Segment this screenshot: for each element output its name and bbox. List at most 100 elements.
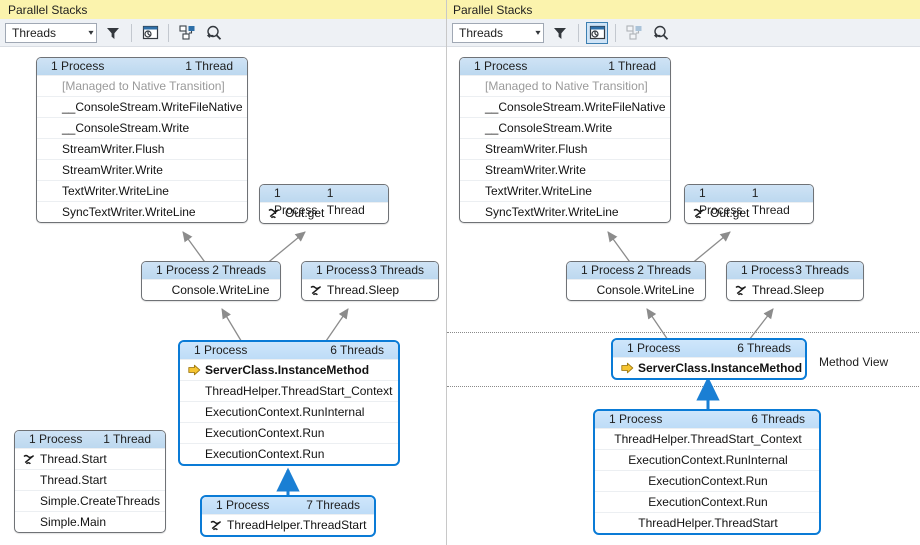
frame-row[interactable]: Out.get: [685, 202, 813, 223]
frame-row[interactable]: ExecutionContext.Run: [180, 443, 398, 464]
frame-row[interactable]: StreamWriter.Write: [37, 159, 247, 180]
view-mode-combo-left[interactable]: Threads ▾: [5, 22, 97, 43]
frame-row[interactable]: ThreadHelper.ThreadStart_Context: [595, 428, 819, 449]
method-view-separator-bottom: [447, 386, 920, 387]
show-only-flagged-icon[interactable]: [586, 21, 608, 44]
frame-row[interactable]: [Managed to Native Transition]: [37, 75, 247, 96]
frame-label: __ConsoleStream.Write: [485, 120, 613, 135]
thread-count: 6 Threads: [330, 343, 384, 357]
auto-scroll-icon[interactable]: [176, 22, 198, 44]
frame-row[interactable]: ExecutionContext.RunInternal: [180, 401, 398, 422]
frame-row[interactable]: Thread.Start: [15, 469, 165, 490]
frame-label: Thread.Start: [40, 472, 107, 487]
frame-row-current[interactable]: ServerClass.InstanceMethod: [613, 357, 805, 378]
panel-title-right: Parallel Stacks: [447, 0, 920, 19]
frame-label: StreamWriter.Flush: [485, 141, 588, 156]
view-mode-combo-right[interactable]: Threads ▾: [452, 22, 544, 43]
view-mode-combo-left-value: Threads: [12, 25, 57, 40]
frame-row[interactable]: Out.get: [260, 202, 388, 223]
toolbar-separator-1: [131, 23, 132, 42]
process-count: 1 Process: [274, 186, 318, 217]
stack-frame-box[interactable]: 1 Process 1 Thread Thread.Start Thread.S…: [14, 430, 166, 533]
frame-row[interactable]: ExecutionContext.RunInternal: [595, 449, 819, 470]
frame-label: [Managed to Native Transition]: [62, 78, 225, 93]
frame-row[interactable]: ExecutionContext.Run: [180, 422, 398, 443]
frame-header: 1 Process 3 Threads: [302, 262, 438, 279]
stack-frame-box[interactable]: 1 Process 1 Thread Out.get: [684, 184, 814, 224]
thread-count: 6 Threads: [737, 341, 791, 355]
frame-row[interactable]: SyncTextWriter.WriteLine: [460, 201, 670, 222]
frame-header: 1 Process 3 Threads: [727, 262, 863, 279]
stack-frame-box-selected[interactable]: 1 Process 7 Threads ThreadHelper.ThreadS…: [200, 495, 376, 537]
frame-row[interactable]: Console.WriteLine: [567, 279, 705, 300]
frame-label: ExecutionContext.RunInternal: [628, 452, 788, 467]
frame-row[interactable]: Thread.Sleep: [302, 279, 438, 300]
frame-row[interactable]: StreamWriter.Write: [460, 159, 670, 180]
frame-row[interactable]: __ConsoleStream.WriteFileNative: [460, 96, 670, 117]
frame-row[interactable]: Thread.Sleep: [727, 279, 863, 300]
stack-frame-box[interactable]: 1 Process 1 Thread [Managed to Native Tr…: [36, 57, 248, 223]
frame-label: Simple.Main: [40, 514, 107, 529]
frame-row-current[interactable]: ServerClass.InstanceMethod: [180, 359, 398, 380]
frame-header: 1 Process 6 Threads: [613, 340, 805, 357]
thread-count: 7 Threads: [306, 498, 360, 512]
frame-row[interactable]: ExecutionContext.Run: [595, 470, 819, 491]
current-frame-arrow-icon: [621, 362, 636, 374]
show-only-flagged-icon[interactable]: [139, 22, 161, 44]
method-view-separator-top: [447, 332, 920, 333]
stack-frame-box[interactable]: 1 Process 3 Threads Thread.Sleep: [301, 261, 439, 301]
frame-row[interactable]: TextWriter.WriteLine: [460, 180, 670, 201]
frame-row[interactable]: StreamWriter.Flush: [460, 138, 670, 159]
frame-row[interactable]: ThreadHelper.ThreadStart: [595, 512, 819, 533]
stack-frame-box[interactable]: 1 Process 3 Threads Thread.Sleep: [726, 261, 864, 301]
stack-frame-box-selected[interactable]: 1 Process 6 Threads ServerClass.Instance…: [611, 338, 807, 380]
parallel-stacks-panel-right: Parallel Stacks Threads ▾: [446, 0, 920, 545]
frame-header: 1 Process 7 Threads: [202, 497, 374, 514]
frame-label: ServerClass.InstanceMethod: [638, 360, 803, 375]
frame-row[interactable]: TextWriter.WriteLine: [37, 180, 247, 201]
frame-row[interactable]: ThreadHelper.ThreadStart: [202, 514, 374, 535]
toolbar-right: Threads ▾: [447, 19, 920, 47]
process-count: 1 Process: [699, 186, 743, 217]
frame-row[interactable]: StreamWriter.Flush: [37, 138, 247, 159]
stack-frame-box[interactable]: 1 Process 2 Threads Console.WriteLine: [566, 261, 706, 301]
auto-scroll-icon[interactable]: [623, 22, 645, 44]
zoom-control-icon[interactable]: [203, 22, 225, 44]
filter-icon[interactable]: [102, 22, 124, 44]
frame-row[interactable]: Thread.Start: [15, 448, 165, 469]
frame-label: Simple.CreateThreads: [40, 493, 161, 508]
frame-label: ExecutionContext.Run: [205, 446, 325, 461]
zoom-control-icon[interactable]: [650, 22, 672, 44]
stack-frame-box[interactable]: 1 Process 1 Thread Out.get: [259, 184, 389, 224]
frame-row[interactable]: ThreadHelper.ThreadStart_Context: [180, 380, 398, 401]
stack-frame-box[interactable]: 1 Process 1 Thread [Managed to Native Tr…: [459, 57, 671, 223]
panel-title-left-text: Parallel Stacks: [8, 2, 88, 17]
threads-icon: [735, 285, 750, 296]
thread-count: 2 Threads: [212, 263, 266, 277]
method-view-label: Method View: [819, 355, 889, 369]
frame-label: Thread.Sleep: [752, 282, 825, 297]
frame-header: 1 Process 1 Thread: [460, 58, 670, 75]
chevron-down-icon: ▾: [88, 27, 94, 37]
threads-icon: [693, 208, 708, 219]
toolbar-separator-2: [168, 23, 169, 42]
toolbar-separator-2: [615, 23, 616, 42]
frame-row[interactable]: __ConsoleStream.Write: [460, 117, 670, 138]
frame-row[interactable]: Simple.Main: [15, 511, 165, 532]
stack-frame-box-selected[interactable]: 1 Process 6 Threads ServerClass.Instance…: [178, 340, 400, 466]
frame-label: Thread.Sleep: [327, 282, 400, 297]
process-count: 1 Process: [581, 263, 635, 277]
frame-row[interactable]: ExecutionContext.Run: [595, 491, 819, 512]
frame-header: 1 Process 1 Thread: [685, 185, 813, 217]
frame-row[interactable]: __ConsoleStream.WriteFileNative: [37, 96, 247, 117]
frame-row[interactable]: Simple.CreateThreads: [15, 490, 165, 511]
frame-label: [Managed to Native Transition]: [485, 78, 648, 93]
stack-frame-box[interactable]: 1 Process 2 Threads Console.WriteLine: [141, 261, 281, 301]
frame-row[interactable]: [Managed to Native Transition]: [460, 75, 670, 96]
filter-icon[interactable]: [549, 22, 571, 44]
stack-frame-box-selected[interactable]: 1 Process 6 Threads ThreadHelper.ThreadS…: [593, 409, 821, 535]
frame-row[interactable]: __ConsoleStream.Write: [37, 117, 247, 138]
frame-row[interactable]: Console.WriteLine: [142, 279, 280, 300]
frame-label: Out.get: [285, 205, 325, 220]
frame-row[interactable]: SyncTextWriter.WriteLine: [37, 201, 247, 222]
